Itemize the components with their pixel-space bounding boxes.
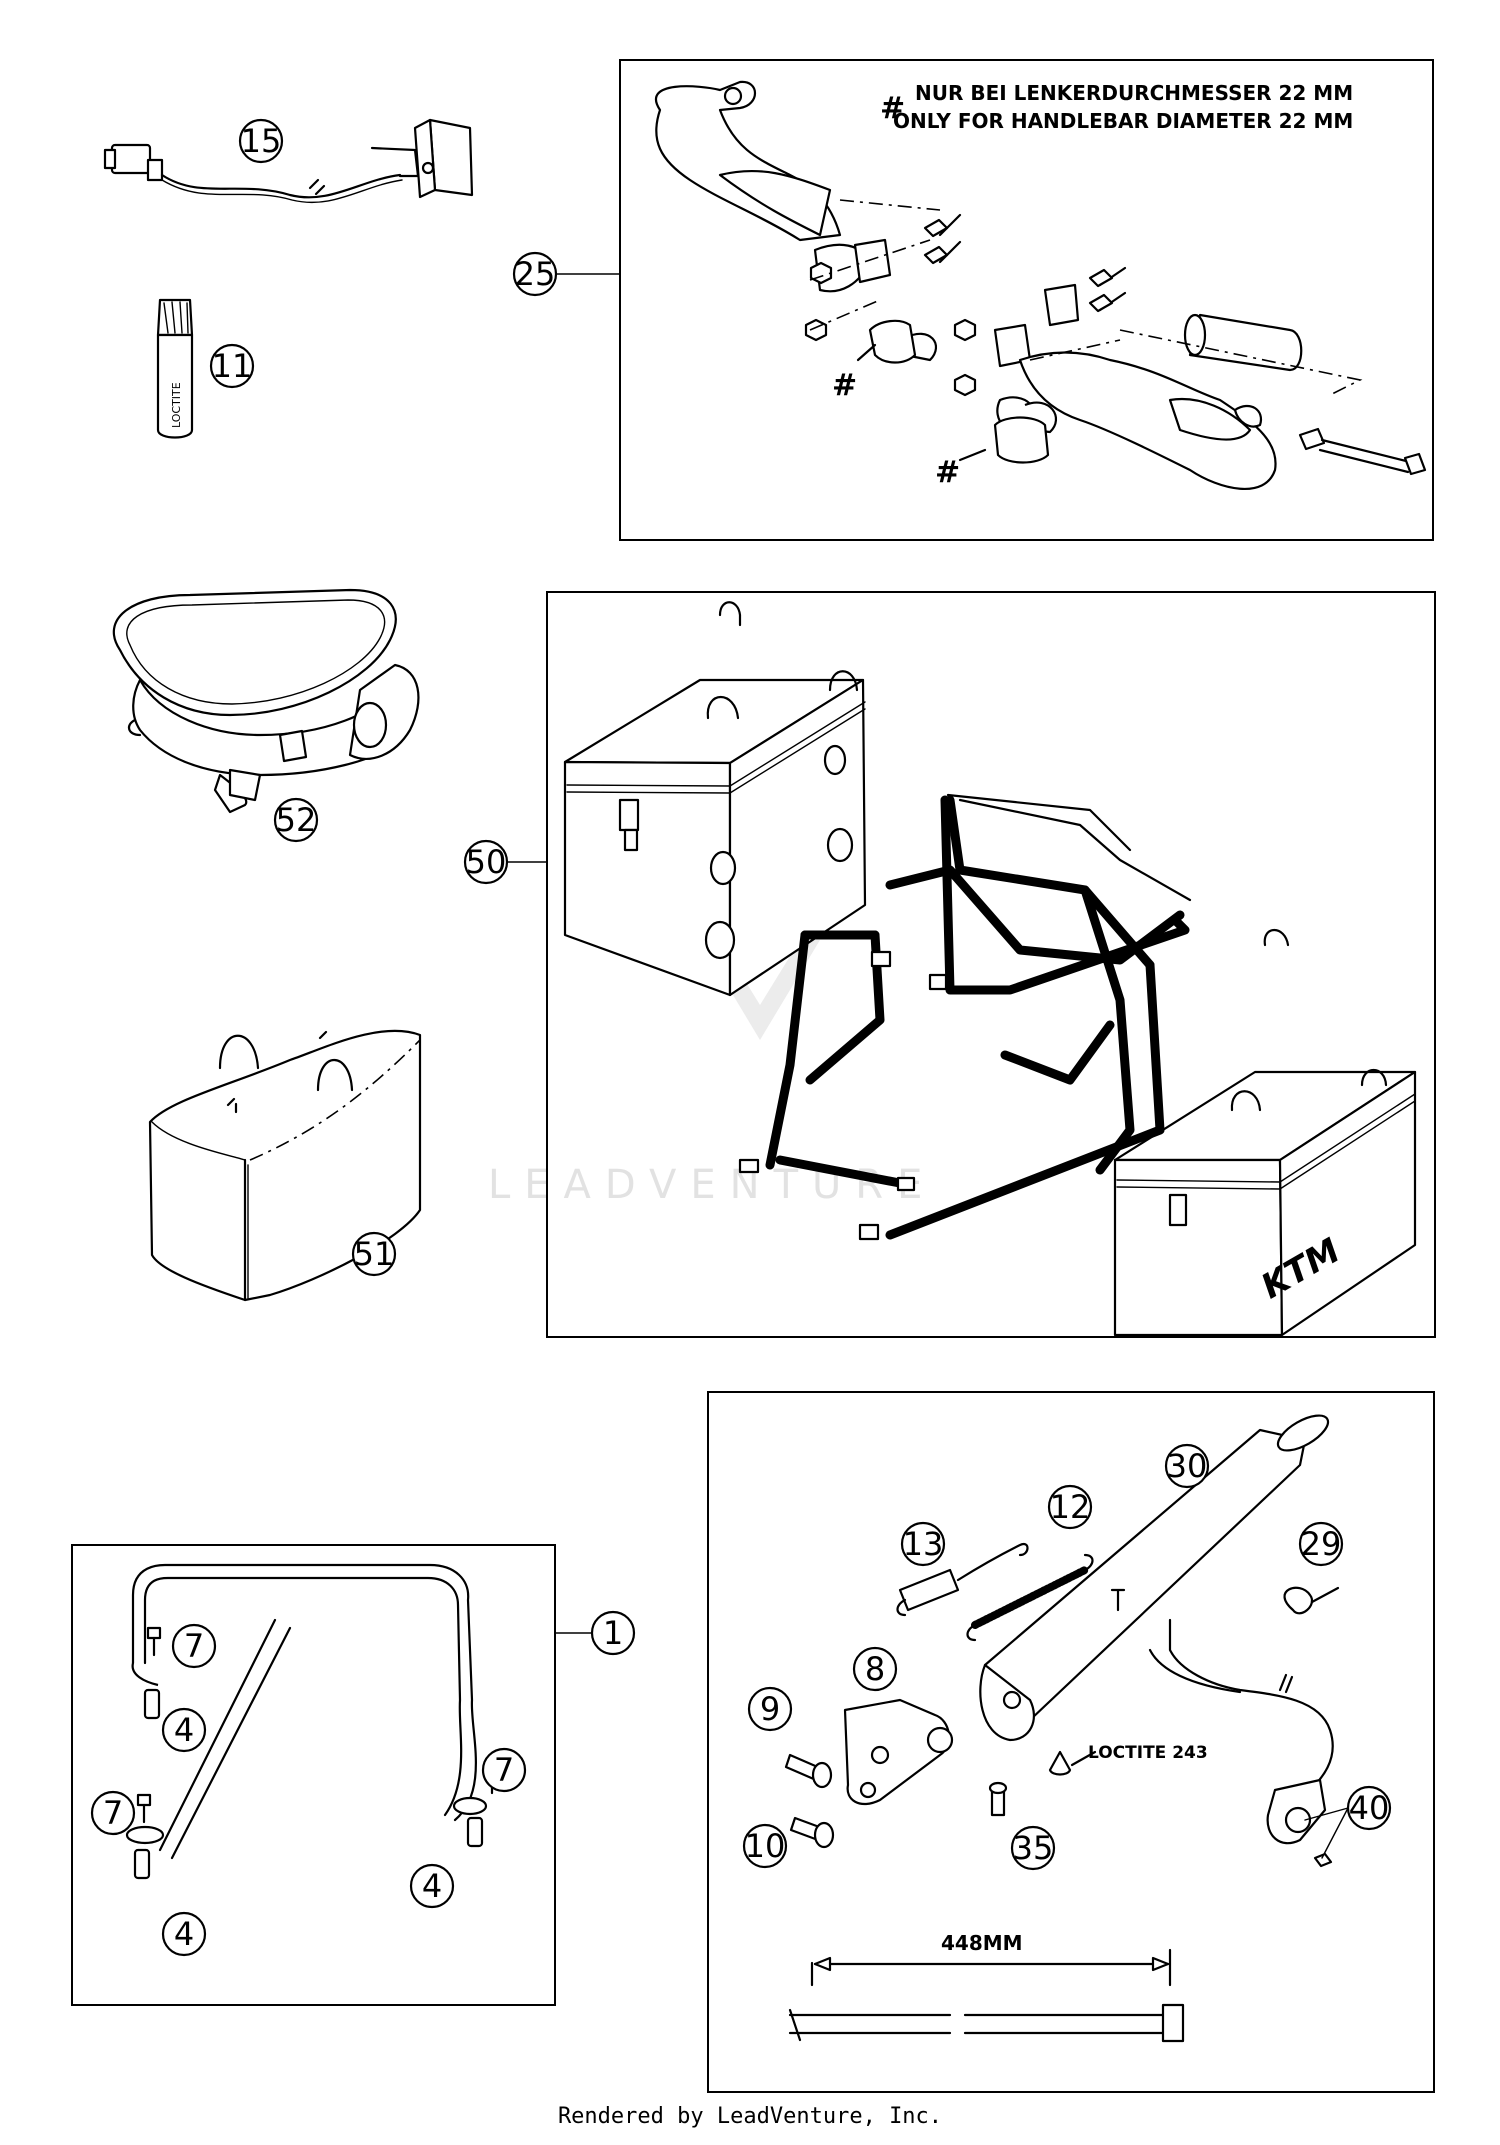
part-11-loctite-tube: LOCTITE	[156, 298, 194, 439]
watermark-text: LEADVENTURE	[488, 1162, 936, 1208]
svg-text:8: 8	[865, 1650, 885, 1688]
callout-25: 25	[512, 251, 558, 297]
svg-text:7: 7	[494, 1751, 514, 1789]
note-line-en: ONLY FOR HANDLEBAR DIAMETER 22 MM	[893, 109, 1353, 133]
svg-text:10: 10	[745, 1827, 786, 1865]
part-50-panniers: KTM	[563, 601, 1417, 1337]
svg-text:15: 15	[241, 122, 282, 160]
callout-50: 50	[463, 839, 509, 885]
callout-51: 51	[351, 1231, 397, 1277]
svg-text:12: 12	[1050, 1488, 1091, 1526]
callout-1: 1	[590, 1610, 636, 1656]
svg-text:50: 50	[466, 843, 507, 881]
note-hash: #	[880, 91, 905, 126]
footer-credit: Rendered by LeadVenture, Inc.	[558, 2104, 942, 2129]
callout-10: 10	[742, 1823, 788, 1869]
svg-text:4: 4	[422, 1867, 442, 1905]
callout-13: 13	[900, 1521, 946, 1567]
callout-52: 52	[273, 797, 319, 843]
callout-9: 9	[747, 1686, 793, 1732]
svg-text:25: 25	[515, 255, 556, 293]
svg-text:40: 40	[1349, 1789, 1390, 1827]
svg-text:52: 52	[276, 801, 317, 839]
svg-text:30: 30	[1167, 1447, 1208, 1485]
part-1-rack	[125, 1563, 500, 1880]
side-stand-parts	[784, 1414, 1340, 2043]
svg-text:7: 7	[103, 1794, 123, 1832]
callout-30: 30	[1164, 1443, 1210, 1489]
hash-marker-left: #	[832, 368, 857, 403]
svg-text:7: 7	[184, 1627, 204, 1665]
callout-7: 7	[171, 1623, 217, 1669]
callout-7: 7	[90, 1790, 136, 1836]
callout-4: 4	[161, 1707, 207, 1753]
callout-40: 40	[1346, 1785, 1392, 1831]
callout-11: 11	[209, 343, 255, 389]
handlebar-note: # NUR BEI LENKERDURCHMESSER 22 MM ONLY F…	[880, 81, 1353, 133]
callout-12: 12	[1047, 1484, 1093, 1530]
note-line-de: NUR BEI LENKERDURCHMESSER 22 MM	[915, 81, 1353, 105]
loctite-tube-label: LOCTITE	[170, 382, 183, 428]
svg-text:4: 4	[174, 1915, 194, 1953]
part-50-box	[546, 591, 1436, 1338]
callout-8: 8	[852, 1646, 898, 1692]
part-25-box	[619, 59, 1434, 541]
callout-15: 15	[238, 118, 284, 164]
svg-text:51: 51	[354, 1235, 395, 1273]
svg-text:29: 29	[1301, 1525, 1342, 1563]
hash-marker-right: #	[935, 455, 960, 490]
part-25-hand-guards: # #	[655, 80, 1427, 491]
svg-text:13: 13	[903, 1525, 944, 1563]
loctite-243-label: LOCTITE 243	[1088, 1743, 1208, 1763]
measurement-label: 448MM	[941, 1931, 1023, 1955]
part-15-wiring-harness	[103, 118, 474, 204]
svg-text:4: 4	[174, 1711, 194, 1749]
svg-text:35: 35	[1013, 1829, 1054, 1867]
side-stand-box	[707, 1391, 1435, 2093]
part-1-box	[71, 1544, 556, 2006]
callout-29: 29	[1298, 1521, 1344, 1567]
callout-4: 4	[161, 1911, 207, 1957]
part-51-bag	[148, 1029, 422, 1302]
callout-7: 7	[481, 1747, 527, 1793]
svg-text:1: 1	[603, 1614, 623, 1652]
svg-text:9: 9	[760, 1690, 780, 1728]
callout-4: 4	[409, 1863, 455, 1909]
callout-35: 35	[1010, 1825, 1056, 1871]
svg-text:11: 11	[212, 347, 253, 385]
leader-lines	[506, 273, 1349, 1859]
part-52-tank-bag	[112, 588, 420, 814]
